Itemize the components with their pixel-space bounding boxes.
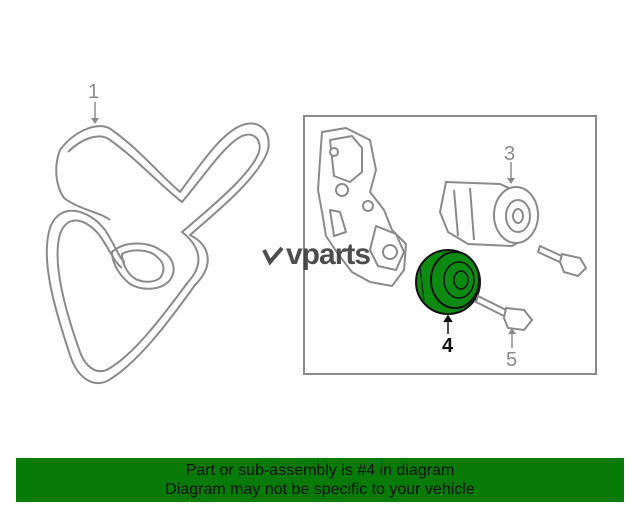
callout-4: 4 <box>442 335 454 357</box>
leader-lines <box>94 102 513 348</box>
info-line-disclaimer: Diagram may not be specific to your vehi… <box>165 481 475 498</box>
leader-line-pulley <box>443 314 453 334</box>
leader-arrows <box>91 118 516 334</box>
callout-5: 5 <box>506 349 518 371</box>
callout-3: 3 <box>504 143 516 165</box>
engine-bracket <box>317 127 407 287</box>
detail-frame <box>303 115 597 375</box>
watermark-logo-icon <box>262 246 284 266</box>
watermark: vparts <box>262 238 371 272</box>
serpentine-belt <box>45 122 270 384</box>
pulley-bolt <box>474 294 534 332</box>
belt-tensioner <box>438 180 539 248</box>
tensioner-bolt <box>536 244 588 278</box>
info-banner: Part or sub-assembly is #4 in diagram Di… <box>16 458 624 502</box>
callout-1: 1 <box>88 81 100 103</box>
watermark-text: vparts <box>286 238 371 271</box>
idler-pulley <box>415 249 481 315</box>
info-line-part: Part or sub-assembly is #4 in diagram <box>185 462 455 479</box>
